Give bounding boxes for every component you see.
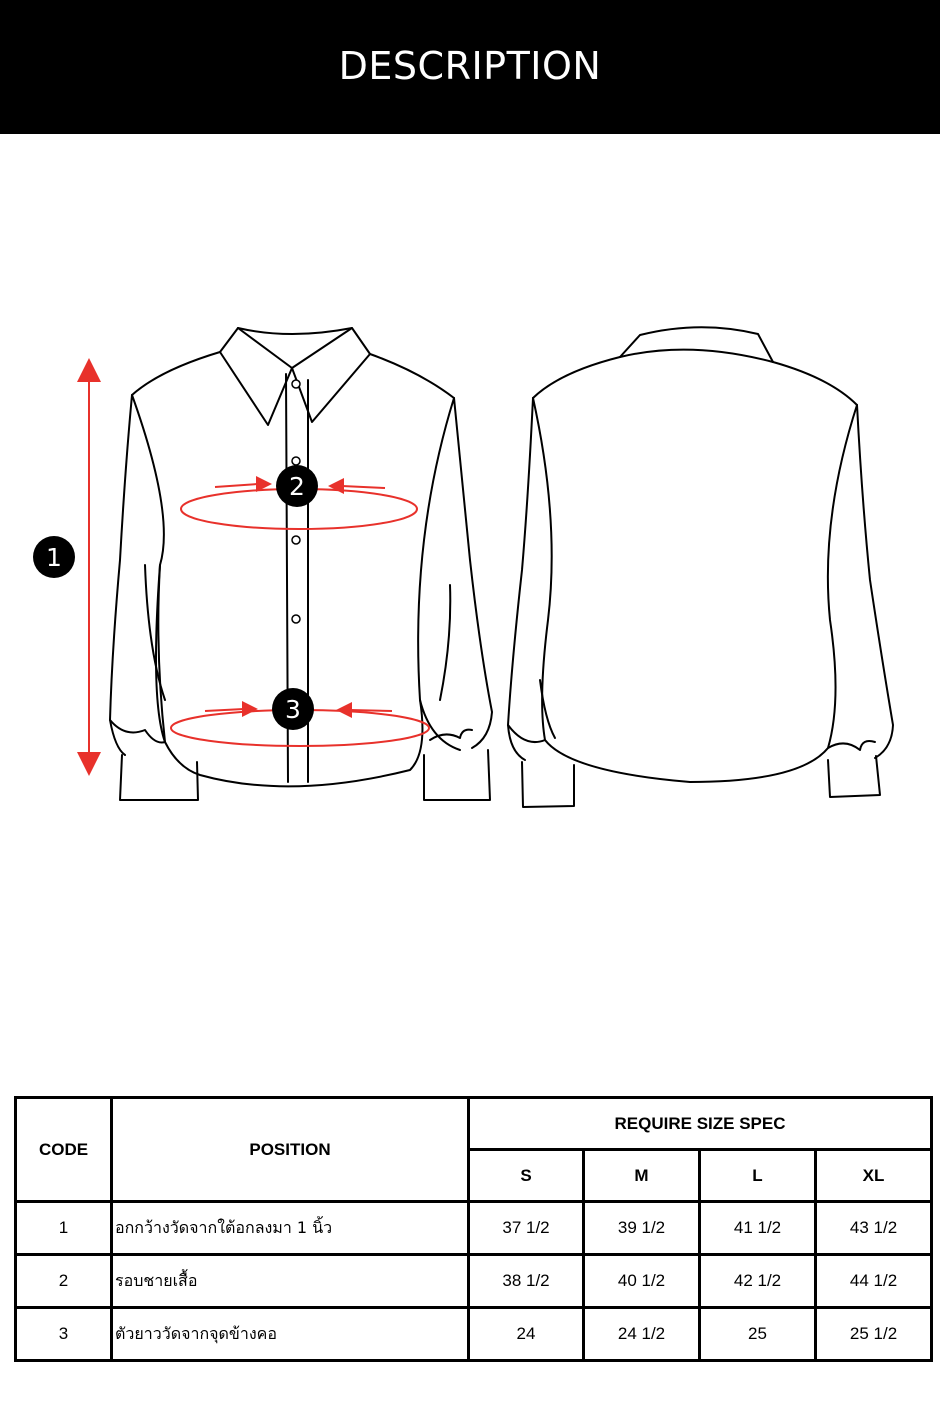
position-header: POSITION bbox=[110, 1096, 470, 1203]
value-cell: 24 bbox=[467, 1306, 585, 1362]
value-cell: 38 1/2 bbox=[467, 1253, 585, 1309]
position-cell: รอบชายเสื้อ bbox=[110, 1253, 470, 1309]
position-cell: อกกว้างวัดจากใต้อกลงมา 1 นิ้ว bbox=[110, 1200, 470, 1256]
front-buttons bbox=[291, 379, 301, 624]
size-m-header: M bbox=[582, 1148, 701, 1203]
size-l-header: L bbox=[698, 1148, 817, 1203]
code-cell: 2 bbox=[14, 1253, 113, 1309]
shirt-illustration: 1 2 3 bbox=[33, 326, 894, 808]
back-shirt bbox=[507, 326, 894, 808]
value-cell: 25 bbox=[698, 1306, 817, 1362]
front-shirt bbox=[109, 327, 493, 801]
page-title: DESCRIPTION bbox=[338, 44, 602, 88]
measurement-hem bbox=[170, 701, 430, 747]
header-bar: DESCRIPTION bbox=[0, 0, 940, 134]
value-cell: 24 1/2 bbox=[582, 1306, 701, 1362]
code-cell: 1 bbox=[14, 1200, 113, 1256]
value-cell: 41 1/2 bbox=[698, 1200, 817, 1256]
svg-text:1: 1 bbox=[46, 543, 62, 572]
size-spec-header: REQUIRE SIZE SPEC bbox=[466, 1096, 934, 1151]
value-cell: 25 1/2 bbox=[813, 1306, 934, 1362]
size-spec-table: CODE POSITION REQUIRE SIZE SPEC S M L XL… bbox=[14, 1096, 934, 1362]
table-row: 1 อกกว้างวัดจากใต้อกลงมา 1 นิ้ว 37 1/2 3… bbox=[14, 1200, 934, 1256]
marker-2: 2 bbox=[276, 465, 318, 507]
size-xl-header: XL bbox=[813, 1148, 934, 1203]
value-cell: 44 1/2 bbox=[813, 1253, 934, 1309]
measurement-length bbox=[77, 358, 101, 776]
value-cell: 39 1/2 bbox=[582, 1200, 701, 1256]
svg-text:2: 2 bbox=[289, 472, 305, 501]
value-cell: 43 1/2 bbox=[813, 1200, 934, 1256]
position-cell: ตัวยาววัดจากจุดข้างคอ bbox=[110, 1306, 470, 1362]
size-s-header: S bbox=[467, 1148, 585, 1203]
marker-3: 3 bbox=[272, 688, 314, 730]
svg-text:3: 3 bbox=[285, 695, 301, 724]
marker-1: 1 bbox=[33, 536, 75, 578]
value-cell: 40 1/2 bbox=[582, 1253, 701, 1309]
table-row: 3 ตัวยาววัดจากจุดข้างคอ 24 24 1/2 25 25 … bbox=[14, 1306, 934, 1362]
code-header: CODE bbox=[14, 1096, 113, 1203]
table-row: 2 รอบชายเสื้อ 38 1/2 40 1/2 42 1/2 44 1/… bbox=[14, 1253, 934, 1309]
code-cell: 3 bbox=[14, 1306, 113, 1362]
value-cell: 37 1/2 bbox=[467, 1200, 585, 1256]
value-cell: 42 1/2 bbox=[698, 1253, 817, 1309]
